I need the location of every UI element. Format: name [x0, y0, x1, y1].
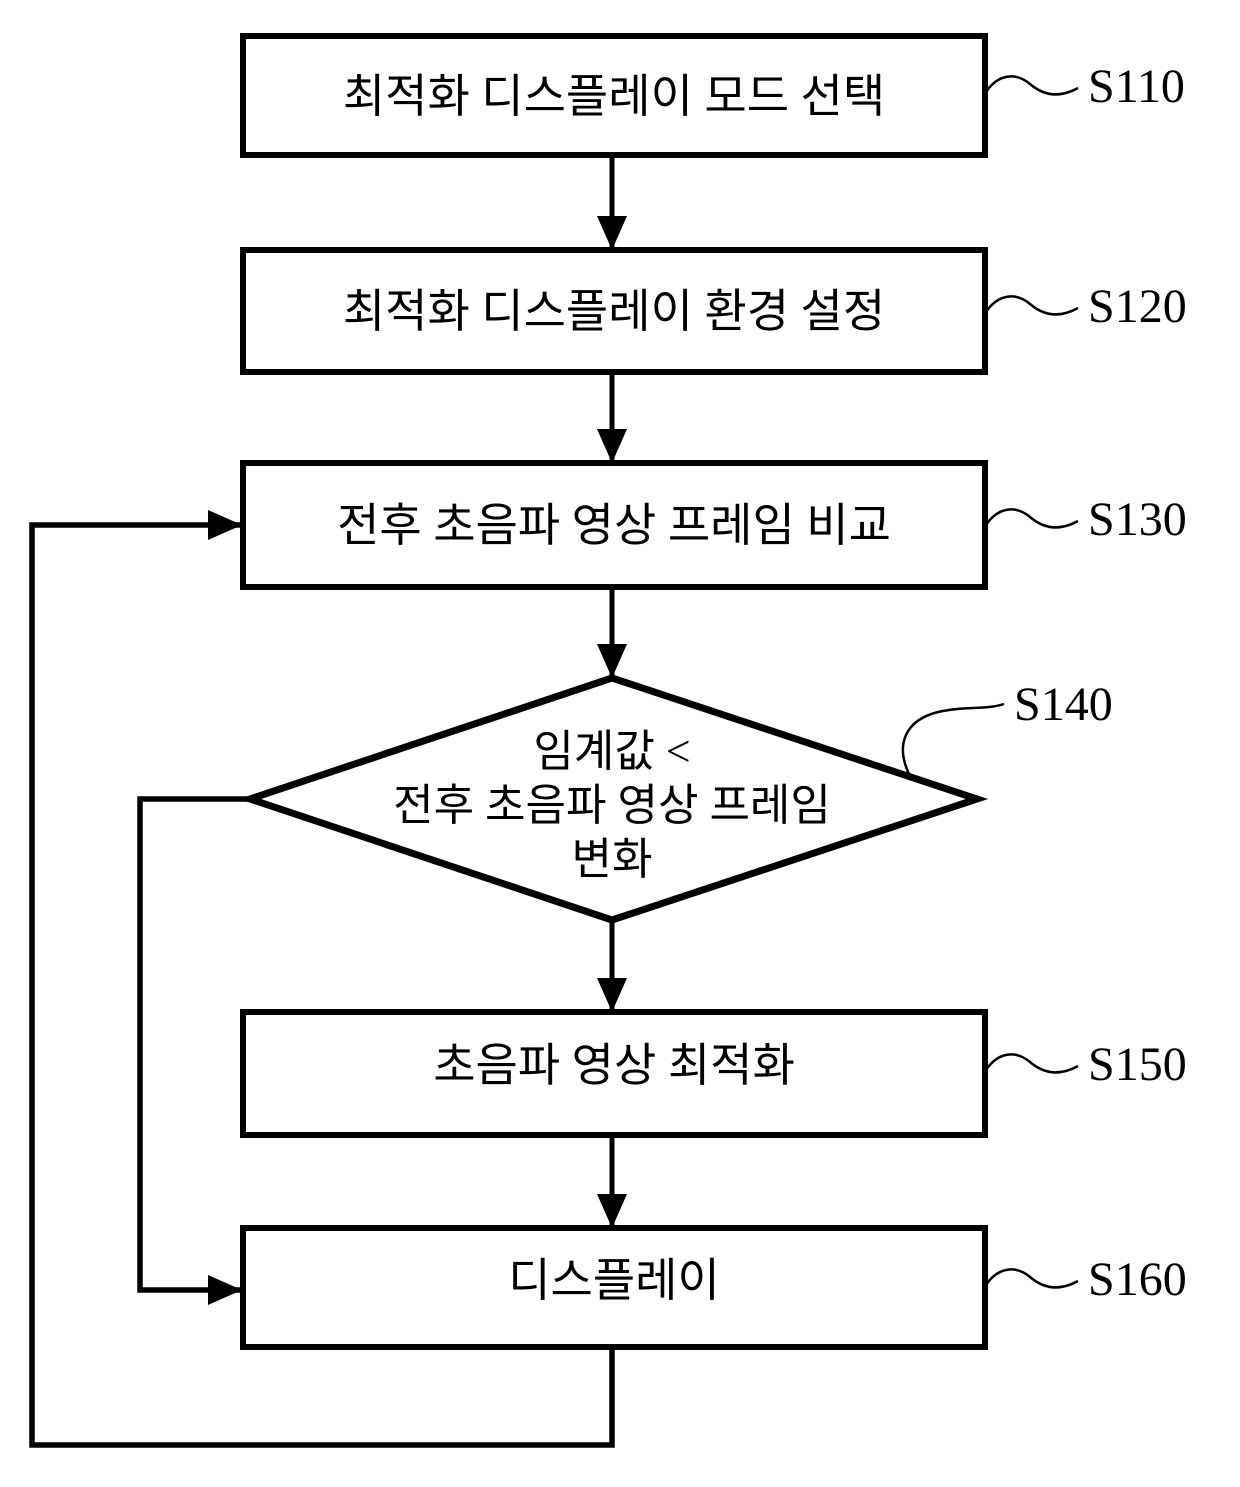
arrow-s160-loop-to-s130 [29, 510, 615, 1448]
step-label-s160: S160 [1088, 1253, 1187, 1306]
process-box-s110 [240, 33, 988, 158]
leader-s150 [984, 1053, 1079, 1074]
leader-s130 [984, 508, 1079, 529]
process-label-s110: 최적화 디스플레이 모드 선택 [343, 71, 885, 122]
step-label-s110: S110 [1088, 60, 1185, 113]
decision-label-s140-line3: 변화 [572, 835, 653, 884]
decision-label-s140-line2: 전후 초음파 영상 프레임 [393, 781, 831, 830]
process-label-s150: 초음파 영상 최적화 [433, 1040, 795, 1091]
process-box-s120 [240, 247, 988, 375]
leader-s120 [984, 295, 1079, 316]
step-label-s130: S130 [1088, 493, 1187, 546]
step-label-s150: S150 [1088, 1038, 1187, 1091]
arrow-s140-bypass-to-s160 [137, 796, 250, 1305]
process-label-s120: 최적화 디스플레이 환경 설정 [343, 286, 885, 337]
leader-s140 [901, 702, 1005, 777]
process-box-s160 [240, 1225, 988, 1350]
step-label-s140: S140 [1014, 678, 1113, 731]
process-label-s130: 전후 초음파 영상 프레임 비교 [337, 500, 891, 551]
process-label-s160: 디스플레이 [508, 1255, 720, 1306]
process-box-s150 [240, 1009, 988, 1138]
decision-label-s140-line1: 임계값 < [533, 727, 690, 776]
leader-s160 [984, 1268, 1079, 1289]
leader-s110 [984, 75, 1079, 96]
step-label-s120: S120 [1088, 280, 1187, 333]
